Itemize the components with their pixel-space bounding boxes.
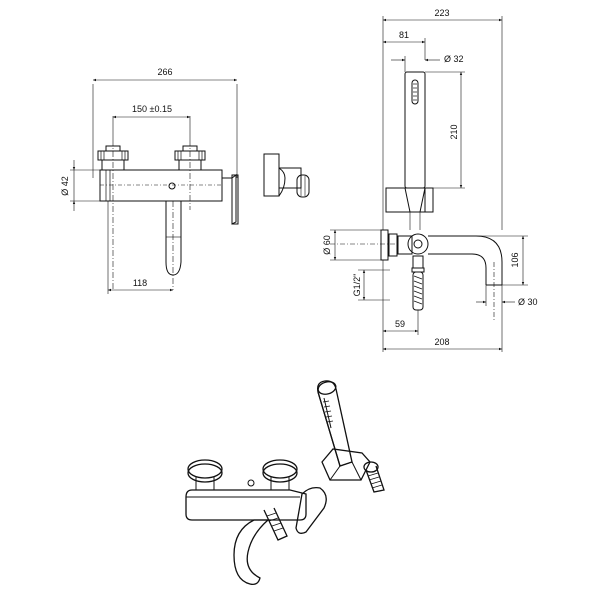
side-view: 223 81 Ø 32	[322, 8, 538, 352]
dim-side-208: 208	[383, 306, 503, 352]
mixer-body	[99, 169, 223, 202]
dim-front-spout: 118	[107, 201, 173, 294]
dim-side-total: 223	[382, 8, 503, 230]
dim-label-106: 106	[510, 252, 520, 267]
spout	[165, 201, 182, 290]
dim-front-centers: 150 ±0.15	[112, 104, 191, 140]
hand-shower	[385, 71, 434, 230]
dim-side-o30: Ø 30	[476, 285, 538, 307]
dim-side-210: 210	[425, 71, 465, 189]
dim-side-o32: Ø 32	[391, 54, 464, 72]
dim-label-o32: Ø 32	[444, 54, 464, 64]
hose	[411, 255, 425, 311]
holder-detail	[263, 153, 310, 198]
dim-label-59: 59	[395, 319, 405, 329]
dim-label-118: 118	[133, 278, 147, 288]
dim-side-81: 81	[383, 30, 426, 60]
dim-label-o42: Ø 42	[60, 176, 70, 196]
iso-spout	[233, 519, 270, 586]
isometric-view	[185, 380, 385, 586]
dim-label-210: 210	[449, 124, 459, 139]
side-body	[330, 229, 429, 261]
dim-label-81: 81	[399, 30, 409, 40]
dim-side-o60: Ø 60	[322, 229, 381, 261]
dim-front-total: 266	[92, 67, 238, 178]
iso-holder	[321, 448, 385, 493]
dim-label-o30: Ø 30	[518, 297, 538, 307]
front-view: 266 150 ±0.15 Ø 42	[60, 67, 239, 294]
iso-hand-shower	[317, 380, 353, 467]
right-handle	[174, 140, 206, 210]
iso-mixer-body	[185, 459, 327, 541]
dim-front-diameter: Ø 42	[60, 160, 100, 211]
dim-side-59: 59	[382, 260, 419, 352]
dim-label-thread: G1/2"	[352, 274, 362, 297]
dim-label-150: 150 ±0.15	[132, 104, 172, 114]
diverter-plate	[222, 174, 239, 225]
dim-side-106: 106	[428, 235, 528, 286]
dim-label-o60: Ø 60	[322, 235, 332, 255]
dim-label-223: 223	[434, 8, 449, 18]
left-handle	[97, 140, 129, 290]
dim-label-266: 266	[157, 67, 172, 77]
dim-side-thread: G1/2"	[352, 269, 390, 301]
side-spout	[428, 235, 503, 320]
dim-label-208: 208	[434, 337, 449, 347]
